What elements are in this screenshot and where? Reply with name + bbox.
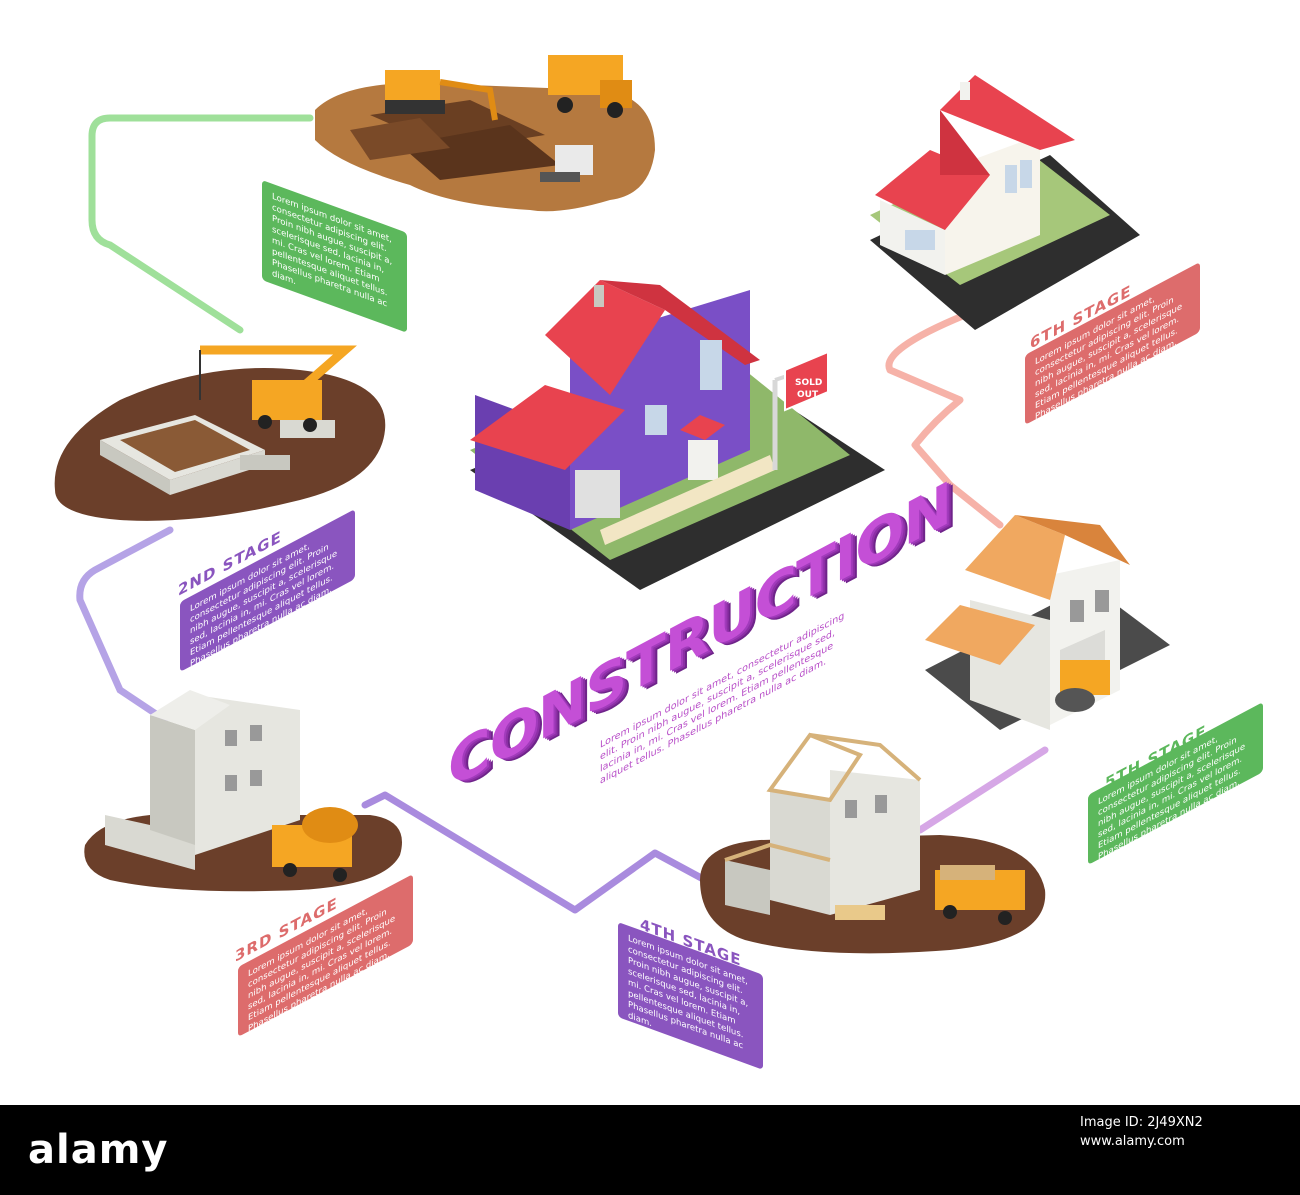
image-url: www.alamy.com	[1080, 1134, 1185, 1149]
footer-image-info: Image ID: 2J49XN2 www.alamy.com	[1080, 1113, 1300, 1151]
stage5-house-scene	[925, 515, 1170, 730]
skid-loader	[555, 145, 593, 175]
stage3-walls-scene	[84, 690, 403, 892]
alamy-logo: alamy	[28, 1127, 169, 1173]
construction-illustration: SOLD OUT	[54, 55, 1170, 954]
stage4-frame-scene	[700, 732, 1046, 954]
crane-arm	[200, 345, 357, 389]
stage6-house-scene	[870, 75, 1140, 330]
sign-text-2: OUT	[797, 390, 819, 400]
path-stage3-4	[361, 791, 709, 914]
image-id: Image ID: 2J49XN2	[1080, 1115, 1203, 1130]
excavator	[385, 70, 440, 105]
footer-bar: alamy Image ID: 2J49XN2 www.alamy.com	[0, 1105, 1300, 1195]
central-house: SOLD OUT	[470, 280, 885, 590]
path-stage1-2	[88, 114, 314, 334]
crane-truck	[252, 380, 322, 420]
path-stage5-6	[885, 311, 1004, 529]
path-stage4-5	[916, 746, 1049, 834]
path-stage2-3	[76, 526, 174, 724]
lumber-stack	[835, 905, 885, 920]
sign-text-1: SOLD	[795, 378, 822, 388]
sold-out-sign	[784, 350, 829, 412]
stage1-excavation-scene	[315, 55, 655, 212]
stage2-foundation-scene	[54, 345, 386, 521]
